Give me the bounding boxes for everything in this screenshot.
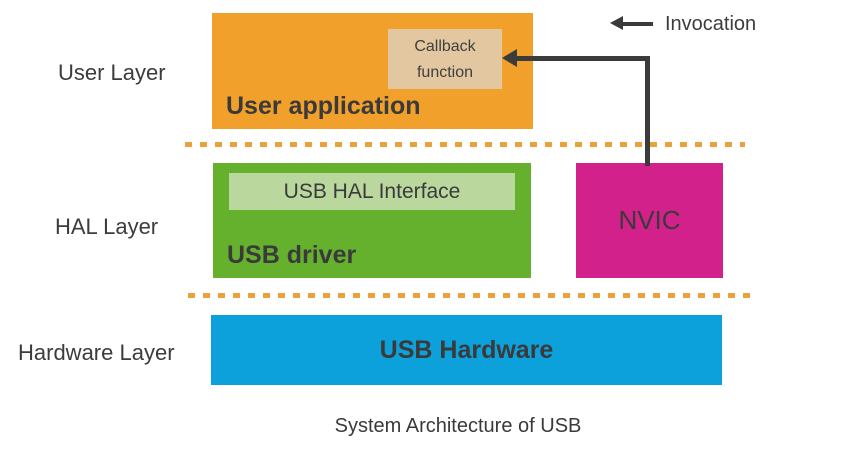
layer-separator-hal-hardware <box>188 293 750 298</box>
layer-label-hal: HAL Layer <box>55 214 159 239</box>
layer-separator-user-hal <box>185 142 745 147</box>
invocation-arrow-vertical-segment <box>645 56 650 166</box>
invocation-legend-arrow-shaft <box>621 21 653 26</box>
nvic-label: NVIC <box>618 205 681 235</box>
usb-hal-interface-box: USB HAL Interface <box>229 173 515 210</box>
invocation-legend-label: Invocation <box>665 13 757 35</box>
user-application-label: User application <box>226 92 421 120</box>
diagram-caption: System Architecture of USB <box>334 415 582 437</box>
layer-label-hardware: Hardware Layer <box>18 340 175 365</box>
usb-hal-interface-label: USB HAL Interface <box>283 179 461 203</box>
layer-label-user: User Layer <box>58 60 166 85</box>
usb-hardware-label: USB Hardware <box>379 335 554 364</box>
callback-function-box: Callback function <box>388 29 502 89</box>
invocation-legend-arrowhead-icon <box>610 16 623 30</box>
invocation-arrowhead-icon <box>502 49 517 67</box>
usb-hardware-box: USB Hardware <box>211 315 722 385</box>
nvic-box: NVIC <box>576 163 723 278</box>
usb-driver-label: USB driver <box>227 241 357 269</box>
callback-function-label: Callback function <box>414 38 476 81</box>
invocation-arrow-horizontal-segment <box>515 56 650 61</box>
